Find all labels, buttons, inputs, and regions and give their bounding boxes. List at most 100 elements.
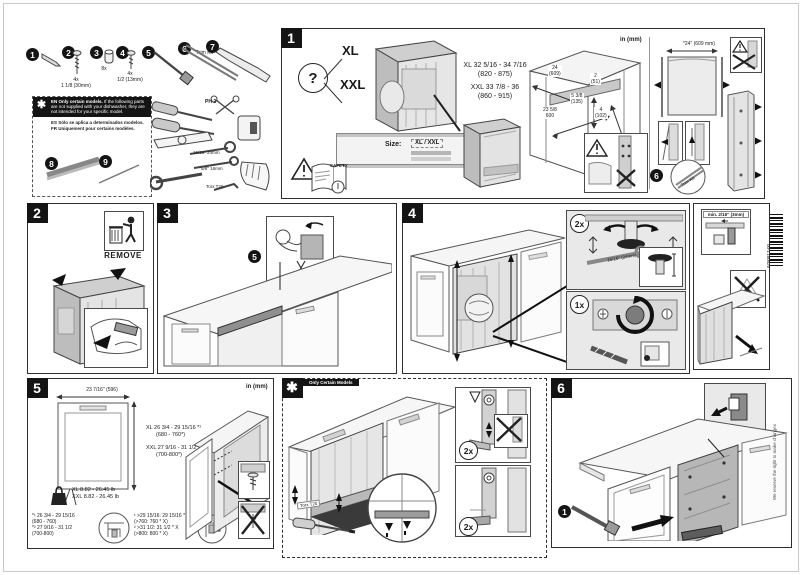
part-4-circle: 4 bbox=[116, 46, 129, 59]
footnote-4a: ² >31 1/2: 31 1/2 * X bbox=[134, 525, 179, 531]
plate-bar-1 bbox=[411, 151, 451, 155]
dim-h1: 5 3/8(135) bbox=[570, 93, 584, 105]
part-2-size: 1 1/8 (30mm) bbox=[61, 83, 91, 89]
part-9-circle: 9 bbox=[99, 155, 112, 168]
part-3-number: 3 bbox=[90, 46, 103, 59]
part-7-circle: 7 bbox=[206, 40, 219, 53]
slide-in-illustration bbox=[696, 289, 766, 365]
side-trim-illustration bbox=[727, 90, 762, 192]
leg-qty-top: 2x bbox=[459, 441, 478, 460]
step1-badge: 1 bbox=[280, 27, 302, 48]
part-4-number: 4 bbox=[116, 46, 129, 59]
step5-badge: 5 bbox=[26, 377, 48, 398]
part-7-number: 7 bbox=[206, 40, 219, 53]
min-gap-inset: min. 2/16" (3mm) bbox=[701, 209, 751, 255]
part-5-number: 5 bbox=[142, 46, 155, 59]
note-es-text: ES Sólo se aplica a determinados modelos… bbox=[51, 119, 144, 125]
leg-adjust-bottom-art bbox=[463, 467, 527, 533]
door-xl-height: XL 26 3/4 - 29 15/16 *¹ bbox=[146, 425, 202, 431]
dishwasher-iso-illustration bbox=[374, 40, 461, 132]
screw-wrong-inset bbox=[238, 501, 270, 539]
step3-badge: 3 bbox=[156, 202, 178, 223]
part-1-circle: 1 bbox=[26, 48, 39, 61]
part-3-circle: 3 bbox=[90, 46, 103, 59]
part-6-label: Trim Kit bbox=[196, 50, 214, 56]
step3-panel: 3 5 bbox=[156, 202, 397, 374]
leg-adjust-inset-bottom bbox=[455, 465, 531, 537]
screw-short-icon bbox=[126, 50, 136, 69]
door-panel-illustration bbox=[56, 394, 137, 506]
part-3-qty: 8x bbox=[101, 66, 107, 72]
leg-adjust-inset-top bbox=[455, 387, 531, 463]
trim-kit-number: 6 bbox=[650, 169, 663, 182]
corner-detail-right bbox=[685, 121, 710, 165]
step1-panel: 1 ? XL XXL Size: XL / XXL bbox=[280, 27, 765, 199]
corner-detail-left-art bbox=[661, 123, 679, 161]
step3-part5-number: 5 bbox=[248, 250, 261, 263]
footnote-1a: *¹ 26 3/4 - 29 15/16 bbox=[32, 513, 75, 519]
trim-kit-magnifier bbox=[670, 159, 706, 195]
rear-foot-inset: 1x bbox=[566, 291, 686, 370]
clip-art bbox=[711, 393, 748, 421]
front-feet-inset: 2x 15/16" (24mm) bbox=[566, 210, 686, 290]
leveling-illustration bbox=[410, 229, 567, 363]
leg-qty-bottom: 2x bbox=[459, 517, 478, 536]
alignment-warning-art bbox=[731, 39, 758, 70]
choice-lines bbox=[323, 58, 343, 104]
margin-note: We reserve the right to make changes bbox=[772, 424, 777, 500]
corner-detail-right-art bbox=[689, 123, 705, 161]
xl-range-in: XL 32 5/16 - 34 7/16 bbox=[463, 62, 527, 69]
size-ranges: XL 32 5/16 - 34 7/16 (820 - 875) XXL 33 … bbox=[450, 61, 540, 102]
torx-screwdriver-icon bbox=[292, 517, 356, 534]
footnote-3a: ¹ >29 15/16: 29 15/16 * X bbox=[134, 513, 190, 519]
dishwasher-small-illustration bbox=[462, 118, 522, 188]
only-certain-models-note: ✱ EN Only certain models. If the followi… bbox=[32, 96, 152, 197]
weight-icon bbox=[51, 486, 67, 505]
note-header: ✱ EN Only certain models. If the followi… bbox=[33, 97, 151, 117]
front-foot-art bbox=[585, 214, 683, 265]
footnotes-mid: ¹ >29 15/16: 29 15/16 * X (>760: 760 * X… bbox=[134, 513, 196, 537]
sealing-strip-icon bbox=[153, 51, 194, 86]
footnote-1b: (680 - 760) bbox=[32, 519, 57, 525]
step6-panel: 6 4x 1 bbox=[550, 377, 792, 548]
dim-h2: 4(102) bbox=[594, 107, 608, 119]
footnotes-left: *¹ 26 3/4 - 29 15/16 (680 - 760) *² 27 9… bbox=[32, 513, 98, 537]
only-certain-models-header: Only Certain Models bbox=[303, 379, 359, 387]
door-xxl-height: XXL 27 9/16 - 31 1/2 *² bbox=[146, 444, 202, 451]
remove-label: REMOVE bbox=[104, 251, 142, 260]
footnote-4b: (>800: 800 * X) bbox=[134, 531, 168, 537]
part-8-circle: 8 bbox=[45, 157, 58, 170]
part-2-qty: 4x bbox=[73, 77, 79, 83]
discard-inset bbox=[104, 211, 144, 251]
barcode bbox=[770, 214, 783, 266]
trim-strips-icon bbox=[181, 44, 239, 81]
cap-nut-icon bbox=[104, 49, 114, 64]
foot-height-subinset bbox=[639, 247, 683, 287]
step3-part5-circle: 5 bbox=[248, 250, 261, 263]
step6-bracket-icon bbox=[571, 505, 621, 536]
screw-long-icon bbox=[72, 50, 82, 74]
min-gap-art bbox=[705, 219, 745, 245]
bracket-removal-inset bbox=[84, 308, 148, 368]
overhang-detail-circle-1 bbox=[98, 512, 130, 544]
tool-wrench-large-label: 15/16" 24mm bbox=[193, 150, 220, 155]
trim-plate-icon bbox=[215, 47, 271, 83]
front-feet-qty: 2x bbox=[570, 214, 589, 233]
question-mark-icon: ? bbox=[298, 63, 328, 93]
size-value: XL / XXL bbox=[411, 139, 444, 149]
page-border bbox=[3, 3, 799, 572]
rear-gap-panel: min. 2/16" (3mm) bbox=[693, 203, 770, 370]
xl-label: XL bbox=[342, 43, 359, 58]
step2-panel: 2 REMOVE bbox=[26, 202, 154, 374]
alignment-warning-inset bbox=[730, 37, 762, 73]
step4-badge: 4 bbox=[401, 202, 423, 223]
screw-wrong-art bbox=[240, 503, 266, 535]
foot-height-art bbox=[648, 253, 676, 277]
screw-ok-inset bbox=[238, 461, 270, 499]
size-label: Size: bbox=[385, 141, 402, 148]
door-height-dims: XL 26 3/4 - 29 15/16 *¹ (680 - 760*) XXL… bbox=[146, 425, 202, 459]
door-xl-height-mm: (680 - 760*) bbox=[156, 431, 186, 438]
final-install-illustration bbox=[578, 418, 788, 541]
tool-torx-label: Torx T20 bbox=[206, 184, 224, 189]
